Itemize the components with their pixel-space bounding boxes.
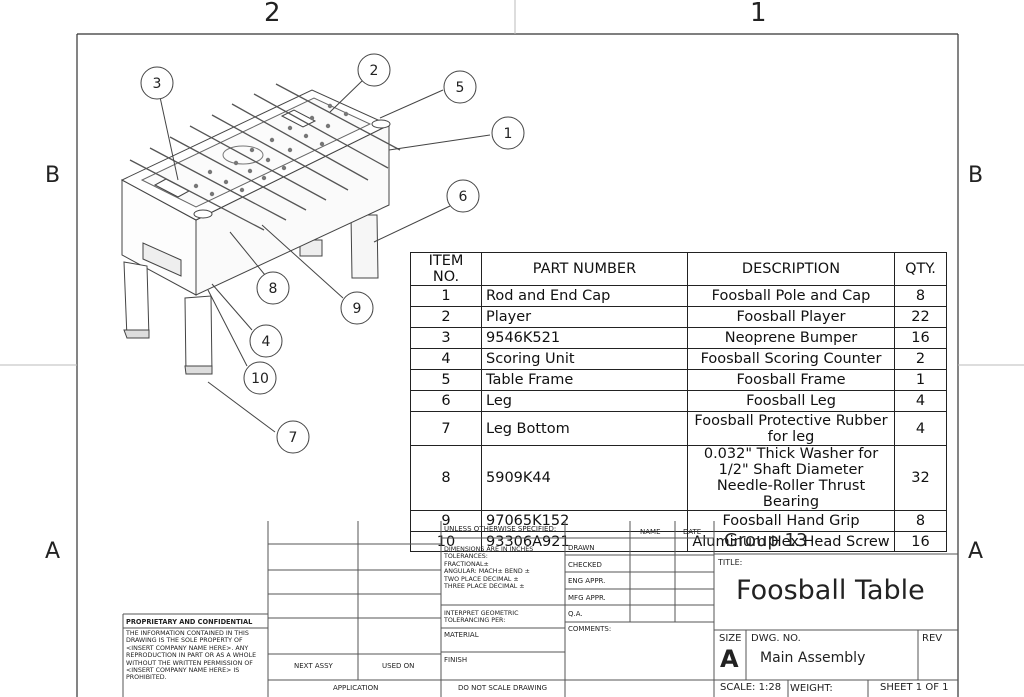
proprietary-title: PROPRIETARY AND CONFIDENTIAL	[126, 618, 253, 626]
zone-label-top-1: 1	[750, 0, 767, 28]
title-label: TITLE:	[718, 558, 743, 567]
rev-label: REV	[922, 633, 943, 644]
bom-desc: 0.032" Thick Washer for 1/2" Shaft Diame…	[687, 445, 895, 511]
checked-label: CHECKED	[568, 561, 602, 569]
drawing-title: Foosball Table	[736, 575, 925, 606]
weight-label: WEIGHT:	[790, 683, 833, 694]
drawn-label: DRAWN	[568, 544, 595, 552]
bom-qty: 22	[894, 306, 947, 328]
zone-label-right-a: A	[968, 539, 984, 564]
balloon-10: 10	[251, 371, 269, 387]
balloon-8: 8	[269, 281, 278, 297]
balloon-1: 1	[504, 126, 513, 142]
balloon-3: 3	[153, 76, 162, 92]
drawing-number: Main Assembly	[760, 650, 866, 666]
balloon-4: 4	[262, 334, 271, 350]
dwg-no-label: DWG. NO.	[751, 633, 801, 644]
comments-label: COMMENTS:	[568, 625, 612, 633]
material-label: MATERIAL	[444, 631, 479, 639]
finish-label: FINISH	[444, 656, 468, 664]
zone-label-left-a: A	[45, 539, 61, 564]
bom-header-item: ITEM NO.	[410, 252, 482, 286]
bom-part: Player	[481, 306, 688, 328]
next-assy-label: NEXT ASSY	[294, 662, 333, 670]
eng-appr-label: ENG APPR.	[568, 577, 606, 585]
bom-desc: Neoprene Bumper	[687, 327, 895, 349]
bom-header-description: DESCRIPTION	[687, 252, 895, 286]
mfg-appr-label: MFG APPR.	[568, 594, 606, 602]
qa-label: Q.A.	[568, 610, 583, 618]
balloon-5: 5	[456, 80, 465, 96]
unless-specified-label: UNLESS OTHERWISE SPECIFIED:	[444, 525, 557, 533]
dimensions-tolerances: DIMENSIONS ARE IN INCHES TOLERANCES: FRA…	[444, 546, 534, 591]
name-column-label: NAME	[640, 528, 661, 536]
balloon-7: 7	[289, 430, 298, 446]
zone-label-top-2: 2	[264, 0, 281, 28]
sheet-size: A	[720, 645, 739, 673]
bom-desc: Aluminum Hex Head Screw	[687, 531, 895, 552]
bom-header-qty: QTY.	[894, 252, 947, 286]
bom-qty: 4	[894, 411, 947, 446]
bom-qty: 16	[894, 531, 947, 552]
interpret-geometric-label: INTERPRET GEOMETRIC TOLERANCING PER:	[444, 610, 519, 625]
zone-label-left-b: B	[45, 163, 61, 188]
date-column-label: DATE	[683, 528, 702, 536]
bom-qty: 32	[894, 445, 947, 511]
sheet-number: SHEET 1 OF 1	[880, 682, 949, 693]
group-name: Group 13	[724, 530, 808, 551]
size-label: SIZE	[719, 633, 742, 644]
balloon-2: 2	[370, 63, 379, 79]
zone-label-right-b: B	[968, 163, 984, 188]
used-on-label: USED ON	[382, 662, 415, 670]
do-not-scale-label: DO NOT SCALE DRAWING	[458, 684, 548, 692]
balloon-9: 9	[353, 301, 362, 317]
application-label: APPLICATION	[333, 684, 379, 692]
balloon-6: 6	[459, 189, 468, 205]
bom-part: 5909K44	[481, 445, 688, 511]
bom-qty: 16	[894, 327, 947, 349]
scale-label: SCALE: 1:28	[720, 682, 782, 693]
proprietary-text: THE INFORMATION CONTAINED IN THIS DRAWIN…	[126, 630, 257, 682]
bom-desc: Foosball Hand Grip	[687, 510, 895, 532]
bom-desc: Foosball Protective Rubber for leg	[687, 411, 895, 446]
